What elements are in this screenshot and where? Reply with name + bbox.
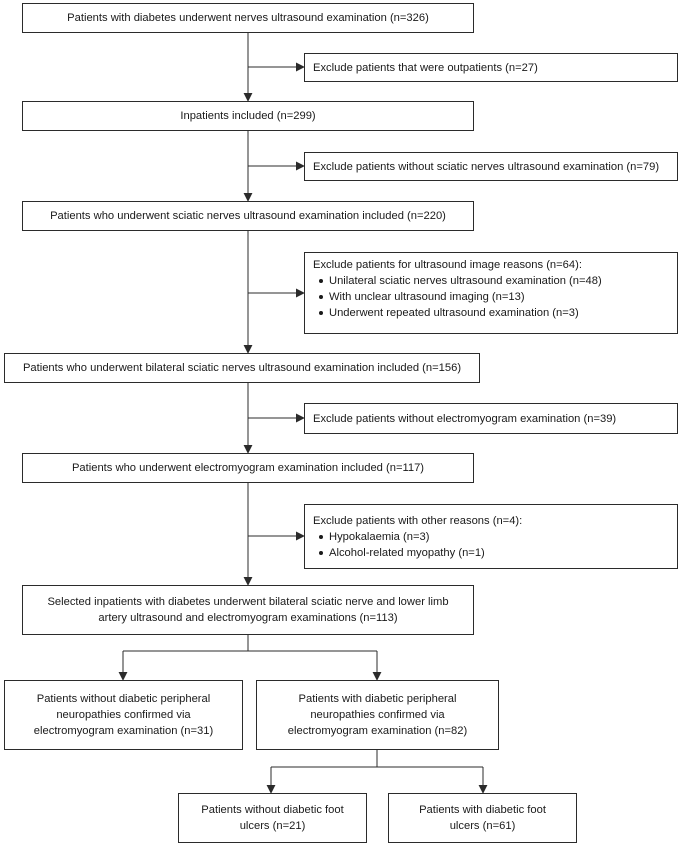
exclude-reason-item: With unclear ultrasound imaging (n=13) [313,289,669,305]
box-exclude-outpatients: Exclude patients that were outpatients (… [304,53,678,82]
with-ulcers-line-2: ulcers (n=61) [449,820,516,832]
exclude-image-reasons-title: Exclude patients for ultrasound image re… [313,259,582,271]
without-ulcers-line-1: Patients without diabetic foot [201,804,344,816]
box-sciatic-included: Patients who underwent sciatic nerves ul… [22,201,474,231]
exclude-reason-item: Underwent repeated ultrasound examinatio… [313,305,669,321]
without-dpn-line-3: electromyogram examination (n=31) [33,725,214,737]
with-dpn-line-1: Patients with diabetic peripheral [298,693,457,705]
box-inpatients-included: Inpatients included (n=299) [22,101,474,131]
with-ulcers-line-1: Patients with diabetic foot [419,804,546,816]
exclude-other-reasons-title: Exclude patients with other reasons (n=4… [313,515,523,527]
selected-line-1: Selected inpatients with diabetes underw… [47,596,449,608]
exclude-reason-item: Unilateral sciatic nerves ultrasound exa… [313,273,669,289]
without-ulcers-line-2: ulcers (n=21) [239,820,306,832]
box-selected-inpatients: Selected inpatients with diabetes underw… [22,585,474,635]
box-exclude-other-reasons: Exclude patients with other reasons (n=4… [304,504,678,569]
exclude-reason-item: Alcohol-related myopathy (n=1) [313,545,669,561]
without-dpn-line-2: neuropathies confirmed via [56,709,191,721]
box-bilateral-included: Patients who underwent bilateral sciatic… [4,353,480,383]
box-total-patients: Patients with diabetes underwent nerves … [22,3,474,33]
box-without-dpn: Patients without diabetic peripheral neu… [4,680,243,750]
exclude-reason-item: Hypokalaemia (n=3) [313,529,669,545]
selected-line-2: artery ultrasound and electromyogram exa… [98,612,398,624]
box-emg-included: Patients who underwent electromyogram ex… [22,453,474,483]
box-exclude-no-emg: Exclude patients without electromyogram … [304,403,678,434]
box-with-dpn: Patients with diabetic peripheral neurop… [256,680,499,750]
box-with-foot-ulcers: Patients with diabetic foot ulcers (n=61… [388,793,577,843]
box-exclude-image-reasons: Exclude patients for ultrasound image re… [304,252,678,334]
with-dpn-line-2: neuropathies confirmed via [310,709,445,721]
with-dpn-line-3: electromyogram examination (n=82) [287,725,468,737]
box-without-foot-ulcers: Patients without diabetic foot ulcers (n… [178,793,367,843]
box-exclude-no-sciatic: Exclude patients without sciatic nerves … [304,152,678,181]
without-dpn-line-1: Patients without diabetic peripheral [36,693,211,705]
